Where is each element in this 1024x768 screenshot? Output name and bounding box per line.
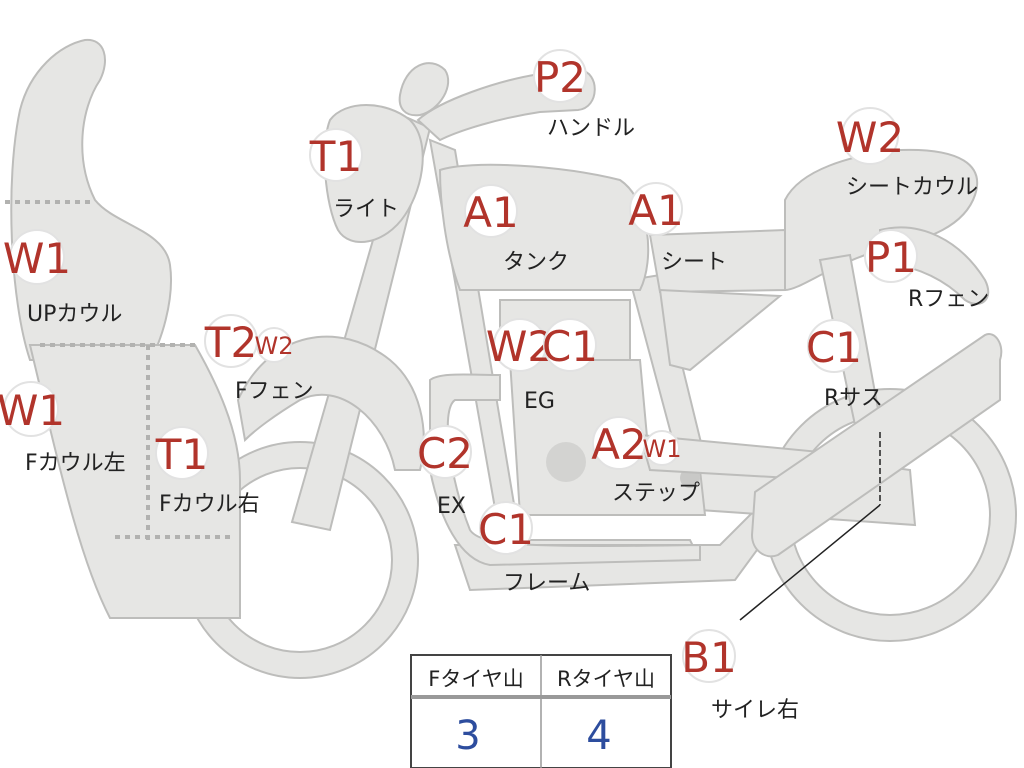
callout-f-cowl-left: W1 Fカウル左: [0, 381, 126, 476]
table-value-front-tire: 3: [455, 713, 480, 759]
part-label: ライト: [333, 197, 399, 222]
damage-code-badge-small: [256, 327, 292, 363]
damage-code-secondary: C1: [542, 322, 598, 371]
callout-seat: A1 シート: [628, 182, 727, 275]
damage-code-secondary: W1: [643, 435, 682, 463]
mirror-shape: [398, 62, 450, 117]
callout-engine: W2 C1 EG: [486, 318, 598, 414]
part-label: ハンドル: [547, 116, 635, 141]
part-label: Fフェン: [235, 379, 314, 404]
callout-f-fender: T2 W2 Fフェン: [204, 314, 314, 404]
part-label: ステップ: [612, 481, 700, 506]
damage-code: W2: [836, 113, 904, 162]
seat-lower: [658, 288, 783, 372]
part-label: シート: [661, 250, 727, 275]
damage-code-badge: [9, 229, 65, 285]
part-label: Fカウル左: [25, 451, 126, 476]
callout-handle: P2 ハンドル: [533, 49, 635, 141]
silencer-leader-line: [739, 504, 881, 621]
damage-code-badge: [309, 128, 363, 182]
callout-light: T1 ライト: [309, 128, 399, 222]
damage-code: C1: [806, 323, 862, 372]
damage-code-badge-small: [644, 430, 680, 466]
part-label: EX: [437, 494, 466, 519]
part-label: UPカウル: [27, 302, 122, 327]
damage-code: A1: [628, 186, 683, 235]
callouts: P2 ハンドル T1 ライト A1 タンク A1 シート W2 シートカウル: [0, 49, 989, 723]
callout-seat-cowl: W2 シートカウル: [836, 107, 978, 200]
front-fender-shape: [236, 335, 425, 471]
table-value-rear-tire: 4: [586, 713, 611, 759]
callout-r-fender: P1 Rフェン: [864, 229, 989, 312]
damage-code: A2: [591, 420, 646, 469]
tire-tread-table: Fタイヤ山 Rタイヤ山 3 4: [410, 654, 672, 768]
part-label: Fカウル右: [159, 492, 260, 517]
table-header-front-tire: Fタイヤ山: [428, 667, 523, 691]
damage-code: T1: [309, 132, 362, 181]
table-header-rear-tire: Rタイヤ山: [557, 667, 655, 691]
damage-code-badge: [418, 425, 472, 479]
callout-frame: C1 フレーム: [478, 501, 590, 596]
damage-code: W2: [486, 322, 554, 371]
damage-code-secondary: W2: [255, 332, 294, 360]
part-label: タンク: [503, 250, 569, 275]
callout-step: A2 W1 ステップ: [591, 416, 700, 506]
damage-code: W1: [0, 386, 65, 435]
engine-cover: [546, 442, 586, 482]
damage-code: C2: [417, 429, 473, 478]
damage-code-badge: [464, 184, 518, 238]
damage-code: T2: [204, 318, 257, 367]
silencer-shape: [750, 333, 1003, 558]
exhaust-pipe-shape: [429, 373, 701, 567]
damage-code-badge: [479, 501, 533, 555]
part-label: フレーム: [503, 571, 590, 596]
damage-code-badge: [841, 107, 899, 165]
damage-code-badge: [3, 381, 59, 437]
callout-r-suspension: C1 Rサス: [806, 319, 883, 411]
part-label: Rサス: [824, 386, 883, 411]
damage-code-badge: [807, 319, 861, 373]
part-label: シートカウル: [846, 175, 978, 200]
damage-code-badge: [629, 182, 683, 236]
damage-code-badge: [155, 426, 209, 480]
damage-code: W1: [3, 234, 71, 283]
damage-code-badge: [533, 49, 587, 103]
damage-code-badge: [543, 318, 597, 372]
damage-code: C1: [478, 505, 534, 554]
damage-code: P1: [865, 233, 917, 282]
callout-f-cowl-right: T1 Fカウル右: [155, 426, 260, 517]
part-label: サイレ右: [711, 698, 799, 723]
damage-code: B1: [681, 633, 737, 682]
damage-code-badge: [864, 229, 918, 283]
callout-up-cowl: W1 UPカウル: [3, 229, 122, 327]
damage-code-badge: [682, 629, 736, 683]
damage-code: P2: [534, 53, 586, 102]
damage-code: A1: [463, 188, 518, 237]
callout-tank: A1 タンク: [463, 184, 569, 275]
part-label: EG: [524, 389, 555, 414]
part-label: Rフェン: [908, 287, 989, 312]
front-cowl-shape: [28, 344, 241, 619]
damage-code: T1: [155, 430, 208, 479]
callout-exhaust: C2 EX: [417, 425, 473, 519]
callout-silencer-right: B1 サイレ右: [681, 629, 799, 723]
